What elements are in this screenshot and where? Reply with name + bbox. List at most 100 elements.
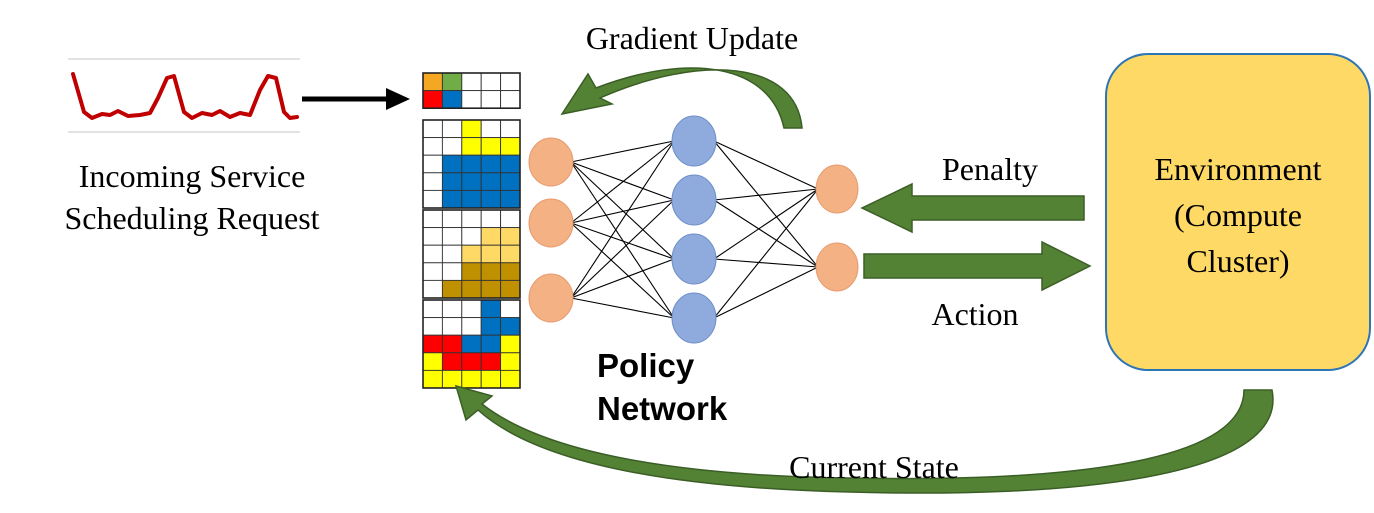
network-edge <box>570 258 675 299</box>
grid-border <box>422 299 521 389</box>
grid-cell <box>480 352 502 371</box>
grid-cell <box>461 244 482 264</box>
grid-cell <box>500 334 521 354</box>
grid-cell <box>500 369 521 389</box>
grid-cell <box>500 244 521 264</box>
grid-cell <box>422 72 443 92</box>
network-edge <box>570 140 675 224</box>
grid-cell <box>500 119 521 139</box>
network-edges <box>570 140 819 319</box>
grid-cell <box>461 119 482 139</box>
environment-label-line3: Cluster) <box>1186 243 1289 279</box>
output-neuron <box>815 164 859 214</box>
grid-cell <box>500 209 521 229</box>
grid-cell <box>480 262 502 281</box>
grid-cell <box>422 119 443 139</box>
grid-cell <box>461 369 482 389</box>
state-grid-panel-2 <box>422 209 521 299</box>
network-edge <box>570 140 675 299</box>
grid-cell <box>422 317 443 336</box>
network-edge <box>570 199 675 299</box>
grid-cell <box>480 189 502 209</box>
network-edge <box>570 161 675 319</box>
grid-cell <box>441 369 463 389</box>
environment-label-line2: (Compute <box>1174 197 1302 233</box>
grid-cell <box>441 299 463 319</box>
grid-cell <box>480 244 502 264</box>
grid-cell <box>441 352 463 371</box>
input-arrow <box>302 88 410 110</box>
network-neurons <box>528 115 859 344</box>
hidden-neuron <box>671 292 717 344</box>
grid-cell <box>500 189 521 209</box>
grid-cell <box>500 279 521 299</box>
network-edge <box>570 140 675 163</box>
grid-cell <box>480 279 502 299</box>
grid-cell <box>441 119 463 139</box>
grid-cell <box>500 172 521 191</box>
request-label-line1: Incoming Service <box>79 158 306 194</box>
input-arrow-head <box>386 88 410 110</box>
grid-cell <box>441 154 463 174</box>
action-label: Action <box>931 296 1018 332</box>
request-label-line2: Scheduling Request <box>64 200 319 236</box>
penalty-arrow <box>860 182 1085 234</box>
grid-cell <box>500 299 521 319</box>
grid-cell <box>461 90 482 109</box>
grid-cell <box>461 172 482 191</box>
penalty-arrow-shape <box>860 182 1085 234</box>
grid-border <box>422 209 521 299</box>
hidden-neuron <box>671 115 717 167</box>
state-grid-panel-3 <box>422 299 521 389</box>
grid-cell <box>422 279 443 299</box>
grid-cell <box>422 154 443 174</box>
grid-cell <box>500 317 521 336</box>
grid-cell <box>461 279 482 299</box>
gradient-update-arrow <box>560 67 803 129</box>
action-arrow <box>863 240 1092 292</box>
grid-cell <box>500 154 521 174</box>
grid-cell <box>441 334 463 354</box>
grid-cell <box>422 137 443 156</box>
network-edge <box>713 140 819 268</box>
policy-label-line2: Network <box>597 390 728 427</box>
grid-cell <box>422 90 443 109</box>
grid-cell <box>480 172 502 191</box>
network-edge <box>713 140 819 190</box>
grid-cell <box>461 137 482 156</box>
grid-cell <box>422 352 443 371</box>
grid-cell <box>461 352 482 371</box>
grid-cell <box>480 299 502 319</box>
grid-cell <box>461 299 482 319</box>
action-arrow-shape <box>863 240 1092 292</box>
grid-border <box>422 72 521 110</box>
input-neuron <box>528 273 574 323</box>
grid-border <box>422 119 521 209</box>
grid-cell <box>422 172 443 191</box>
grid-cell <box>441 209 463 229</box>
grid-cell <box>422 369 443 389</box>
network-edge <box>570 199 675 224</box>
grid-cell <box>422 299 443 319</box>
grid-cell <box>480 137 502 156</box>
grid-cell <box>461 209 482 229</box>
grid-cell <box>480 90 502 109</box>
grid-cell <box>441 262 463 281</box>
hidden-neuron <box>671 174 717 226</box>
grid-cell <box>441 90 463 109</box>
penalty-label: Penalty <box>942 151 1038 187</box>
grid-cell <box>500 137 521 156</box>
network-edge <box>570 222 675 260</box>
grid-cell <box>441 72 463 92</box>
current-state-label: Current State <box>789 449 959 485</box>
grid-cell <box>461 154 482 174</box>
grid-cell <box>422 189 443 209</box>
grid-cell <box>461 72 482 92</box>
workload-sparkline <box>68 58 300 133</box>
grid-cell <box>441 172 463 191</box>
network-edge <box>713 188 819 201</box>
grid-cell <box>441 137 463 156</box>
grid-cell <box>480 317 502 336</box>
